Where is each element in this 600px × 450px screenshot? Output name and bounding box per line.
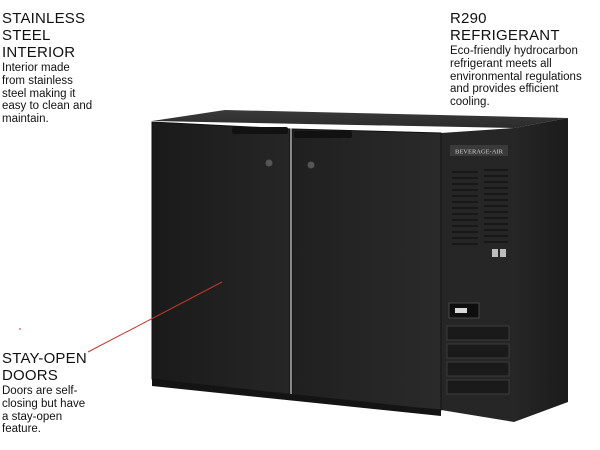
cabinet-base [152, 379, 441, 416]
title-line: STAINLESS [2, 10, 86, 27]
callout-title: STAY-OPEN DOORS [2, 350, 122, 384]
callout-body: Eco-friendly hydrocarbon refrigerant mee… [450, 45, 600, 109]
callout-title: R290 REFRIGERANT [450, 10, 600, 44]
body-line: closing but have [2, 397, 86, 410]
callout-title: STAINLESS STEEL INTERIOR [2, 10, 142, 61]
right-door-handle[interactable] [294, 131, 352, 138]
lock-icon [265, 159, 273, 167]
brand-plate [450, 145, 508, 156]
callout-body: Doors are self- closing but have a stay-… [2, 385, 122, 436]
title-line: DOORS [2, 367, 59, 384]
callout-stay-open-doors: STAY-OPEN DOORS Doors are self- closing … [2, 350, 122, 436]
body-line: from stainless [2, 74, 73, 87]
body-line: environmental regulations [450, 70, 582, 83]
body-line: maintain. [2, 113, 49, 126]
callout-body: Interior made from stainless steel makin… [2, 62, 142, 126]
body-line: and provides efficient [450, 83, 559, 96]
title-line: INTERIOR [2, 44, 76, 61]
switch-icon[interactable] [500, 249, 506, 257]
body-line: Interior made [2, 62, 70, 74]
vent-grille [452, 169, 508, 245]
body-line: steel making it [2, 87, 76, 100]
callout-r290-refrigerant: R290 REFRIGERANT Eco-friendly hydrocarbo… [450, 10, 600, 109]
body-line: Doors are self- [2, 385, 78, 397]
body-line: easy to clean and [2, 100, 93, 113]
body-line: feature. [2, 423, 41, 436]
stay-open-leader-line [87, 281, 223, 353]
display-icon [455, 308, 467, 313]
left-door-handle[interactable] [232, 127, 288, 134]
brand-plate-text: BEVERAGE-AIR [455, 149, 504, 156]
lock-icon [307, 161, 315, 169]
cabinet-side-panel [514, 118, 568, 422]
body-line: refrigerant meets all [450, 57, 552, 70]
callout-stainless-interior: STAINLESS STEEL INTERIOR Interior made f… [2, 10, 142, 126]
right-door[interactable] [291, 128, 442, 411]
switch-icon[interactable] [492, 249, 498, 257]
cabinet-top [152, 110, 568, 128]
title-line: STAY-OPEN [2, 350, 87, 367]
body-line: a stay-open [2, 410, 63, 423]
title-line: R290 REFRIGERANT [450, 10, 560, 44]
body-line: cooling. [450, 96, 490, 109]
title-line: STEEL [2, 27, 51, 44]
body-line: Eco-friendly hydrocarbon [450, 45, 578, 57]
lower-louvers [446, 325, 510, 395]
